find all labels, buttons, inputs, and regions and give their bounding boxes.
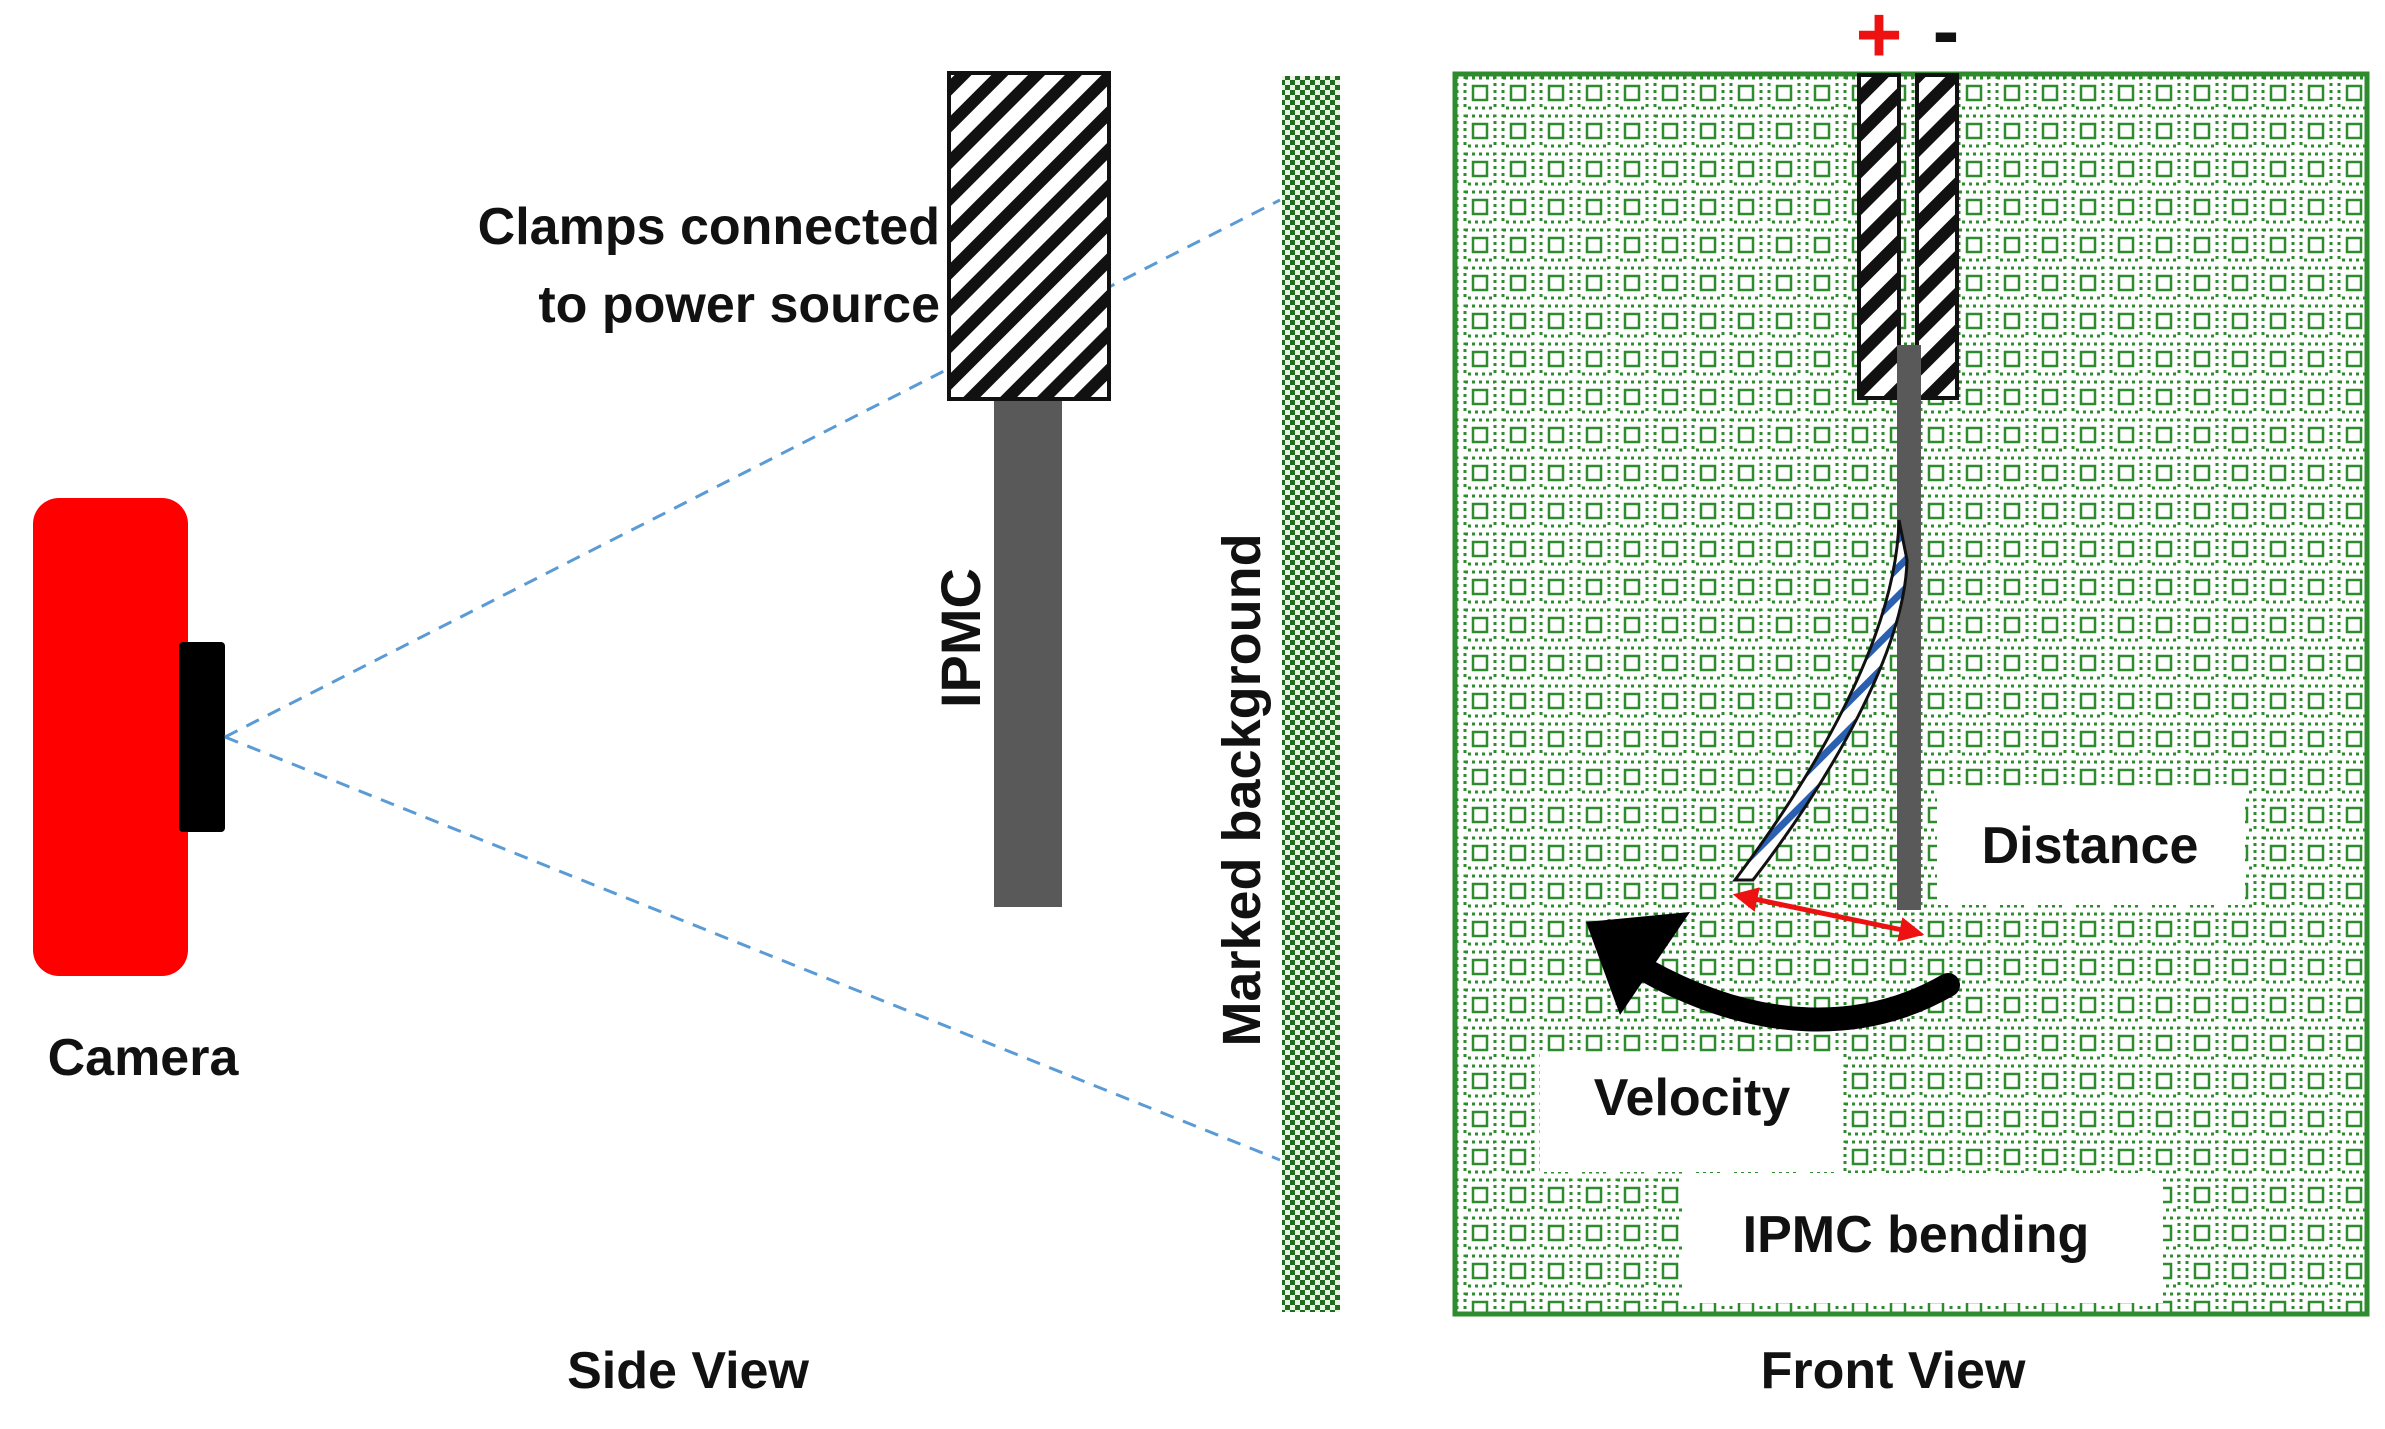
marked-background-label: Marked background [1212,533,1272,1046]
clamp-negative-front [1915,73,1959,400]
velocity-arrow [1616,948,1960,1032]
distance-label: Distance [1982,817,2199,875]
clamp-positive-front [1857,73,1901,400]
ipmc-strip-front [1897,345,1921,910]
velocity-label: Velocity [1594,1069,1791,1127]
ipmc-bending-label-box [1683,1173,2163,1303]
front-view-label: Front View [1761,1342,2026,1400]
camera-lens [179,642,225,832]
marked-background-strip [1282,76,1340,1312]
ipmc-bending-label: IPMC bending [1743,1206,2090,1264]
velocity-label-box [1540,1054,1843,1172]
distance-label-box [1937,787,2245,905]
distance-arrow [1732,887,1925,942]
clamps-label-line1: Clamps connected [478,198,940,256]
ipmc-strip-side [994,395,1062,907]
polarity-plus-sign: + [1856,0,1903,79]
camera-body [33,498,188,976]
velocity-arrow-head [1586,912,1690,1015]
field-of-view-lower-line [224,735,1281,1162]
clamps-label-line2: to power source [538,276,940,334]
ipmc-bending-shape [1732,519,1909,882]
camera-label: Camera [48,1029,240,1087]
ipmc-label: IPMC [929,568,992,708]
clamp-side [947,71,1111,401]
side-view-label: Side View [567,1342,809,1400]
polarity-minus-sign: - [1933,0,1960,75]
